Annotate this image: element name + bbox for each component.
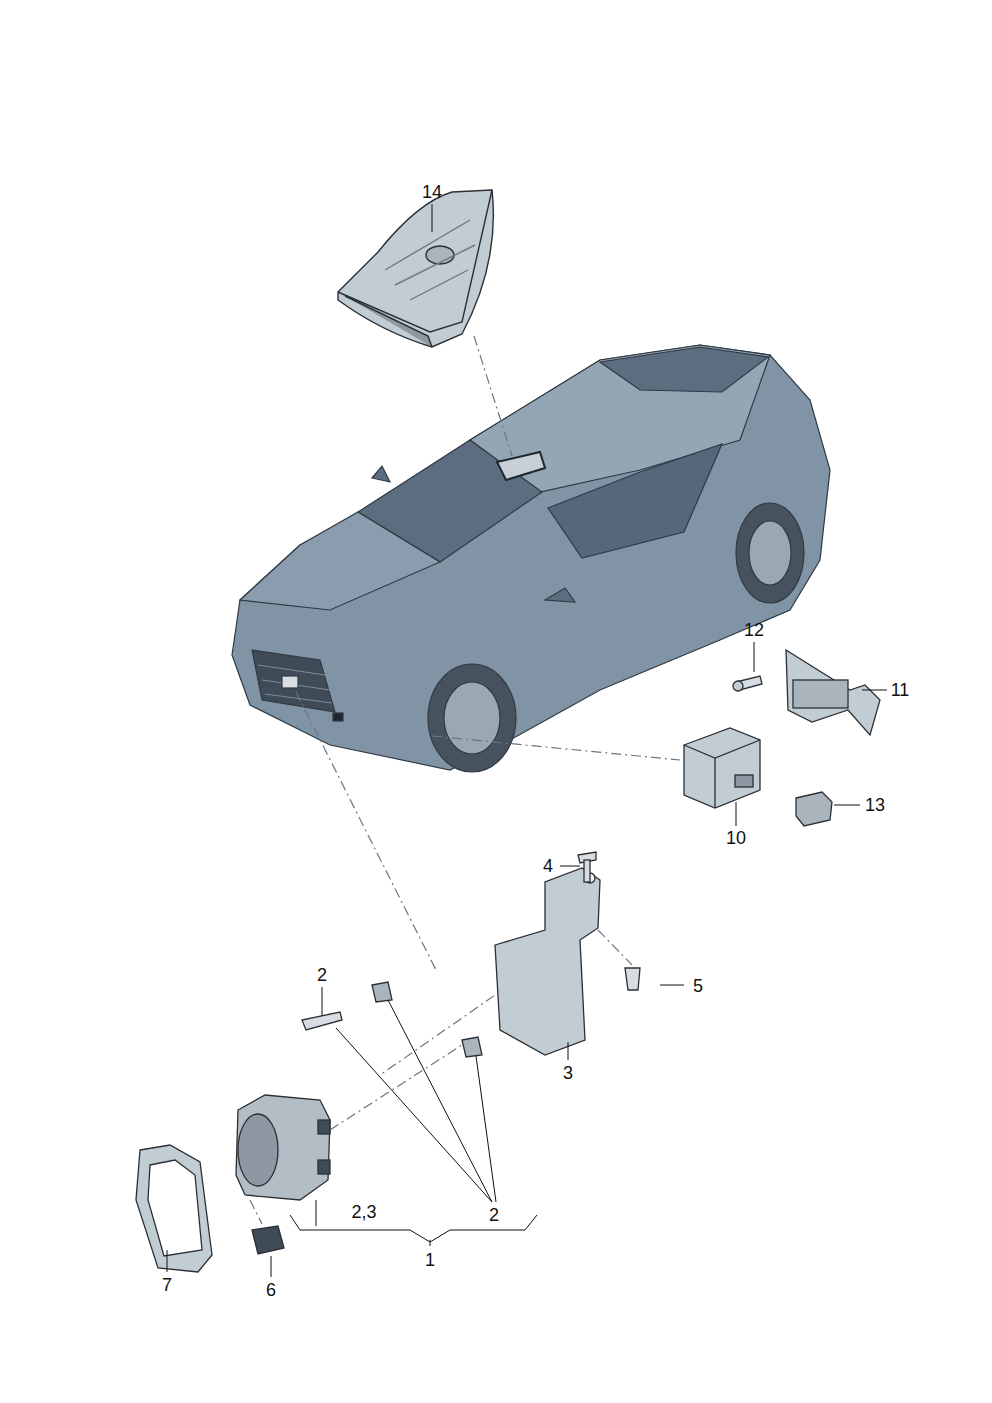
callout-number: 7: [160, 1275, 174, 1295]
callout-number: 14: [420, 182, 444, 202]
callout-number: 3: [561, 1063, 575, 1083]
car-illustration: [232, 345, 830, 772]
callout-number: 2,3: [349, 1202, 378, 1222]
callout-number: 4: [541, 856, 555, 876]
callout-number: 10: [724, 828, 748, 848]
callout-number: 5: [691, 976, 705, 996]
sensor-assembly: [136, 852, 640, 1272]
control-units: [684, 650, 880, 826]
callout-leaders: [167, 204, 887, 1277]
callout-number: 2: [487, 1205, 501, 1225]
roof-module: [338, 190, 493, 347]
callout-number: 6: [264, 1280, 278, 1300]
callout-number: 12: [742, 620, 766, 640]
leader-lines: [250, 336, 680, 1224]
callout-number: 13: [863, 795, 887, 815]
callout-number: 2: [315, 965, 329, 985]
callout-number: 11: [889, 680, 912, 700]
callout-number: 1: [423, 1250, 437, 1270]
